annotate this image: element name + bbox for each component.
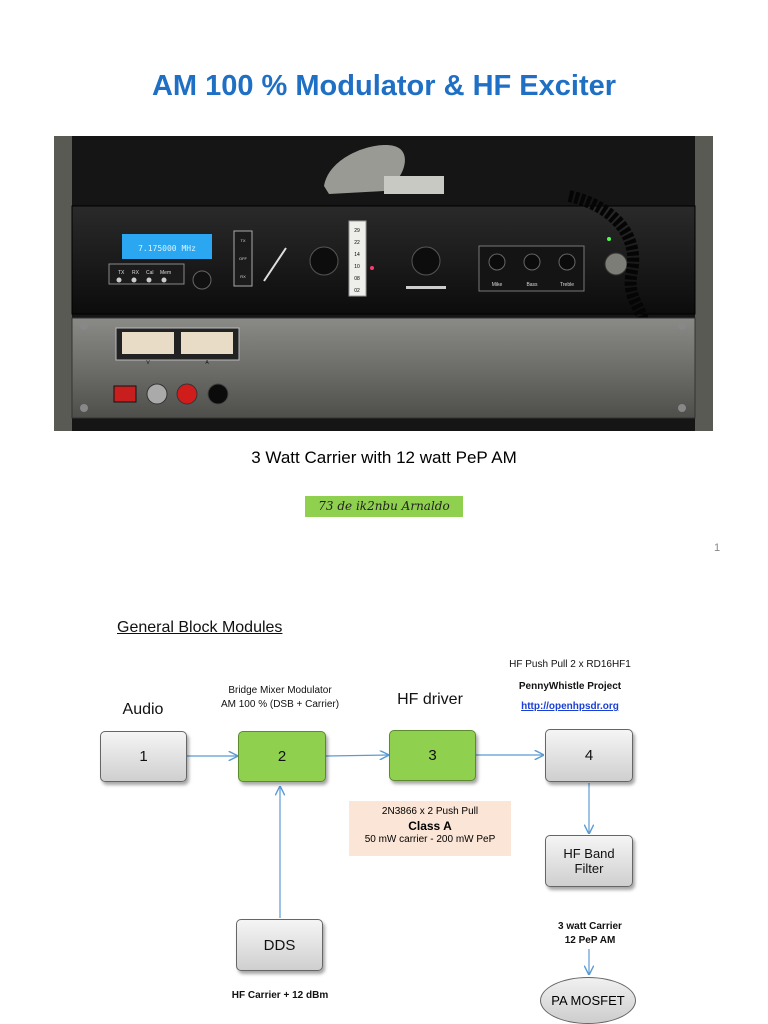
dds-block: DDS [236,919,323,971]
block-4-push-pull: 4 [545,729,633,782]
audio-label: Audio [122,701,164,718]
photo-caption: 3 Watt Carrier with 12 watt PeP AM [251,448,517,467]
knob-treble-label: Treble [560,282,574,288]
btn-cal-label: Cal [146,270,154,276]
driver-info-1: 2N3866 x 2 Push Pull [381,806,479,817]
hf-band-filter-block: HF Band Filter [545,835,633,887]
switch-tx-label: TX [240,238,245,243]
arrow-2-3 [325,755,388,756]
section-heading: General Block Modules [117,619,283,636]
block-3-hf-driver: 3 [389,730,476,781]
meter-v-label: V [146,360,150,366]
btn-tx-label: TX [118,270,125,276]
page-title: AM 100 % Modulator & HF Exciter [151,70,617,102]
band-29: 29 [354,228,360,234]
meter-a-label: A [205,360,209,366]
band-10: 10 [354,264,360,270]
switch-rx-label: RX [240,274,246,279]
pennywhistle-label: PennyWhistle Project [518,681,622,692]
dds-note: HF Carrier + 12 dBm [231,990,329,1001]
signature: 73 de ik2nbu Arnaldo [305,496,463,517]
block-1-audio: 1 [100,731,187,782]
band-02: 02 [354,288,360,294]
pa-mosfet-block: PA MOSFET [540,977,636,1024]
pushpull-label: HF Push Pull 2 x RD16HF1 [509,659,631,670]
hf-driver-label: HF driver [397,691,463,708]
openhpsdr-link[interactable]: http://openhpsdr.org [521,701,619,712]
page-number: 1 [714,542,721,554]
lcd-text: 7.175000 MHz [138,244,196,253]
band-22: 22 [354,240,360,246]
band-14: 14 [354,252,360,258]
knob-bass-label: Bass [526,282,538,288]
driver-info-box: 2N3866 x 2 Push Pull Class A 50 mW carri… [349,801,511,856]
bridge-label-1: Bridge Mixer Modulator [228,685,332,696]
knob-mike-label: Mike [492,282,503,288]
lcd-display [122,234,212,259]
btn-rx-label: RX [132,270,140,276]
switch-off-label: OFF [239,256,248,261]
band-08: 08 [354,276,360,282]
transceiver-photo: 7.175000 MHz TX RX Cal Mem TX OFF RX 29 … [54,136,713,431]
output-label-1: 3 watt Carrier [558,921,622,932]
driver-info-3: 50 mW carrier - 200 mW PeP [364,834,496,845]
btn-mem-label: Mem [160,270,171,276]
output-label-2: 12 PeP AM [564,935,616,946]
driver-info-2: Class A [408,819,452,833]
bridge-label-2: AM 100 % (DSB + Carrier) [220,699,340,710]
block-2-modulator: 2 [238,731,326,782]
